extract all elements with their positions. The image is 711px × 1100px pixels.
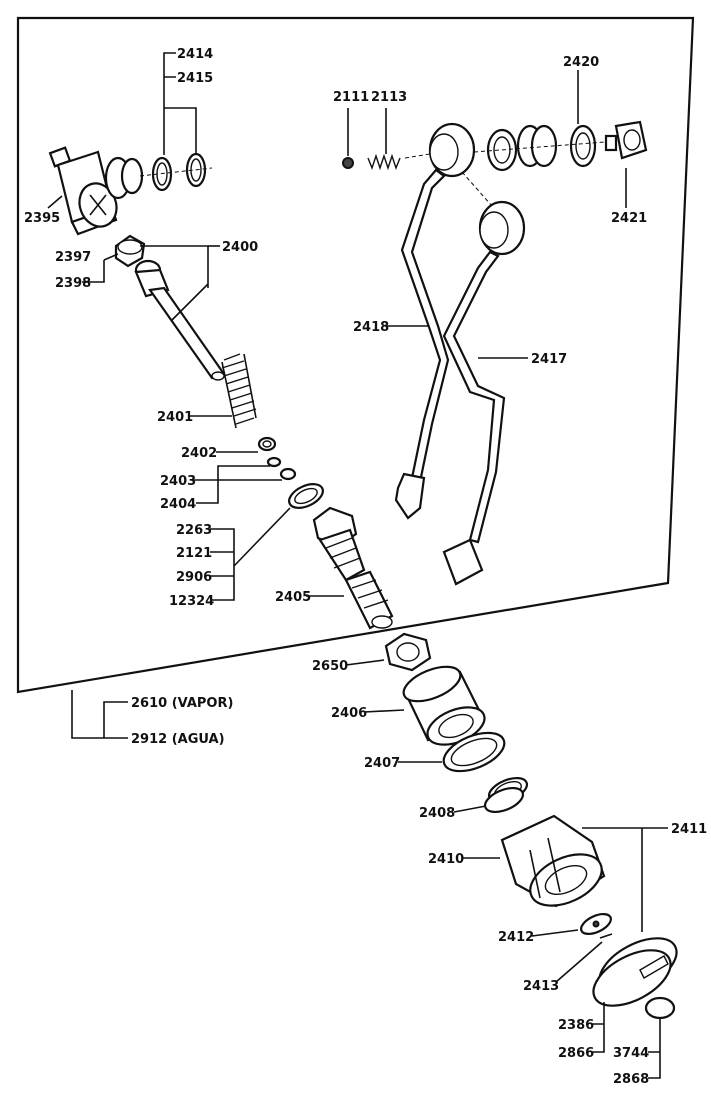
label-2386: 2386: [558, 1018, 594, 1033]
gasket-2263: [288, 483, 324, 509]
diffuser-2386: [592, 937, 678, 1007]
label-2866: 2866: [558, 1046, 594, 1061]
label-2401: 2401: [157, 410, 193, 425]
label-2906: 2906: [176, 570, 212, 585]
pipe-2417-tip: [442, 538, 484, 586]
label-2113: 2113: [371, 90, 407, 105]
label-2414: 2414: [177, 47, 213, 62]
nut-2650: [384, 632, 432, 672]
label-2420: 2420: [563, 55, 599, 70]
label-2405: 2405: [275, 590, 311, 605]
ball-2111: [342, 157, 354, 169]
pipe-2418-tip: [394, 472, 426, 520]
label-2408: 2408: [419, 806, 455, 821]
label-2395: 2395: [24, 211, 60, 226]
label-12324: 12324: [169, 594, 214, 609]
label-2406: 2406: [331, 706, 367, 721]
label-2912-agua: 2912 (AGUA): [131, 732, 225, 747]
label-2417: 2417: [531, 352, 567, 367]
group-frame: [16, 16, 695, 694]
label-2610-vapor: 2610 (VAPOR): [131, 696, 233, 711]
spring-2113: [367, 153, 431, 171]
label-2403: 2403: [160, 474, 196, 489]
label-2410: 2410: [428, 852, 464, 867]
pipe-fitting-lower: [461, 171, 526, 256]
body-2405: [312, 506, 394, 630]
label-2263: 2263: [176, 523, 212, 538]
valve-body-2395: [48, 146, 144, 236]
label-2413: 2413: [523, 979, 559, 994]
pipe-fitting-upper: [428, 122, 476, 178]
o-rings-2414-2415: [139, 152, 213, 192]
nozzle-2421: [604, 120, 648, 160]
ring-2407: [442, 731, 506, 773]
label-2650: 2650: [312, 659, 348, 674]
label-2412: 2412: [498, 930, 534, 945]
label-2404: 2404: [160, 497, 196, 512]
label-2868: 2868: [613, 1072, 649, 1087]
label-3744: 3744: [613, 1046, 649, 1061]
label-2111: 2111: [333, 90, 369, 105]
label-2418: 2418: [353, 320, 389, 335]
label-2121: 2121: [176, 546, 212, 561]
label-2411: 2411: [671, 822, 707, 837]
label-2415: 2415: [177, 71, 213, 86]
stem-2400: [134, 259, 226, 381]
pin-2413: [599, 933, 613, 939]
washer-2402: [257, 436, 277, 452]
label-2398: 2398: [55, 276, 91, 291]
label-2397: 2397: [55, 250, 91, 265]
washers-2420: [473, 124, 606, 172]
label-2402: 2402: [181, 446, 217, 461]
leader-lines: [47, 52, 668, 1079]
pipe-2417: [442, 250, 506, 544]
cap-2397: [114, 234, 146, 268]
label-2400: 2400: [222, 240, 258, 255]
washers-2403-2404: [266, 456, 297, 481]
label-2407: 2407: [364, 756, 400, 771]
nut-2410: [500, 814, 606, 908]
spring-2401: [221, 353, 257, 429]
label-2421: 2421: [611, 211, 647, 226]
ring-2408: [483, 776, 529, 814]
ring-3744: [644, 996, 676, 1020]
washer-2412: [580, 912, 612, 936]
